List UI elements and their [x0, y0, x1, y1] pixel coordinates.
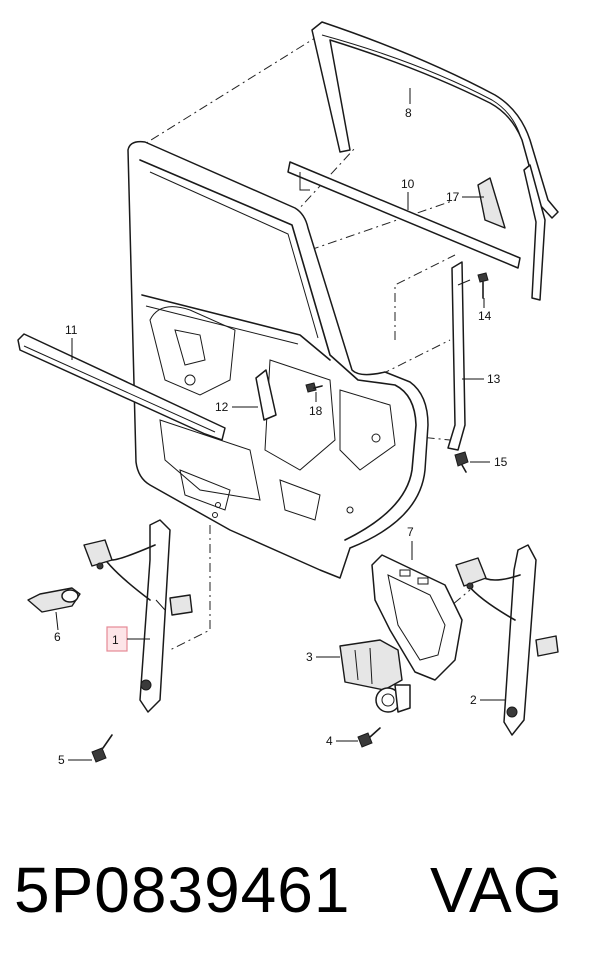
callout-1: 1	[112, 633, 119, 647]
callout-5: 5	[58, 753, 65, 767]
callouts: 1 2 3 4 5 6 7 8 10 11 12 13 14 15 17 18	[54, 88, 508, 767]
callout-17: 17	[446, 190, 460, 204]
part-5-screw	[91, 734, 113, 763]
part-number: 5P0839461	[14, 854, 351, 926]
callout-10: 10	[401, 177, 415, 191]
bolt-15	[454, 451, 469, 473]
callout-14: 14	[478, 309, 492, 323]
callout-18: 18	[309, 404, 323, 418]
callout-13: 13	[487, 372, 501, 386]
callout-7: 7	[407, 525, 414, 539]
part-6-crank-handle	[27, 587, 81, 613]
part-17-corner-trim	[477, 177, 506, 229]
exploded-parts-diagram: 1 2 3 4 5 6 7 8 10 11 12 13 14 15 17 18	[17, 21, 559, 767]
brand-label: VAG	[430, 854, 564, 926]
part-11-seal-strip	[17, 333, 226, 441]
callout-11: 11	[65, 323, 78, 337]
part-8-window-frame	[311, 21, 559, 301]
callout-12: 12	[215, 400, 229, 414]
callout-8: 8	[405, 106, 412, 120]
callout-3: 3	[306, 650, 313, 664]
footer: 5P0839461 VAG	[0, 845, 600, 955]
part-1-window-regulator	[83, 519, 193, 713]
bolt-14	[477, 272, 489, 299]
callout-2: 2	[470, 693, 477, 707]
door-panel	[127, 140, 429, 579]
callout-6: 6	[54, 630, 61, 644]
bolt-18	[305, 382, 323, 393]
callout-4: 4	[326, 734, 333, 748]
part-7-bracket	[371, 554, 463, 681]
part-12-trim	[255, 369, 277, 421]
part-4-screw	[357, 727, 381, 748]
part-3-window-motor	[339, 639, 411, 713]
part-2-window-regulator	[455, 544, 559, 736]
callout-15: 15	[494, 455, 508, 469]
part-10-strip	[287, 161, 521, 269]
part-13-guide-rail	[447, 261, 471, 451]
